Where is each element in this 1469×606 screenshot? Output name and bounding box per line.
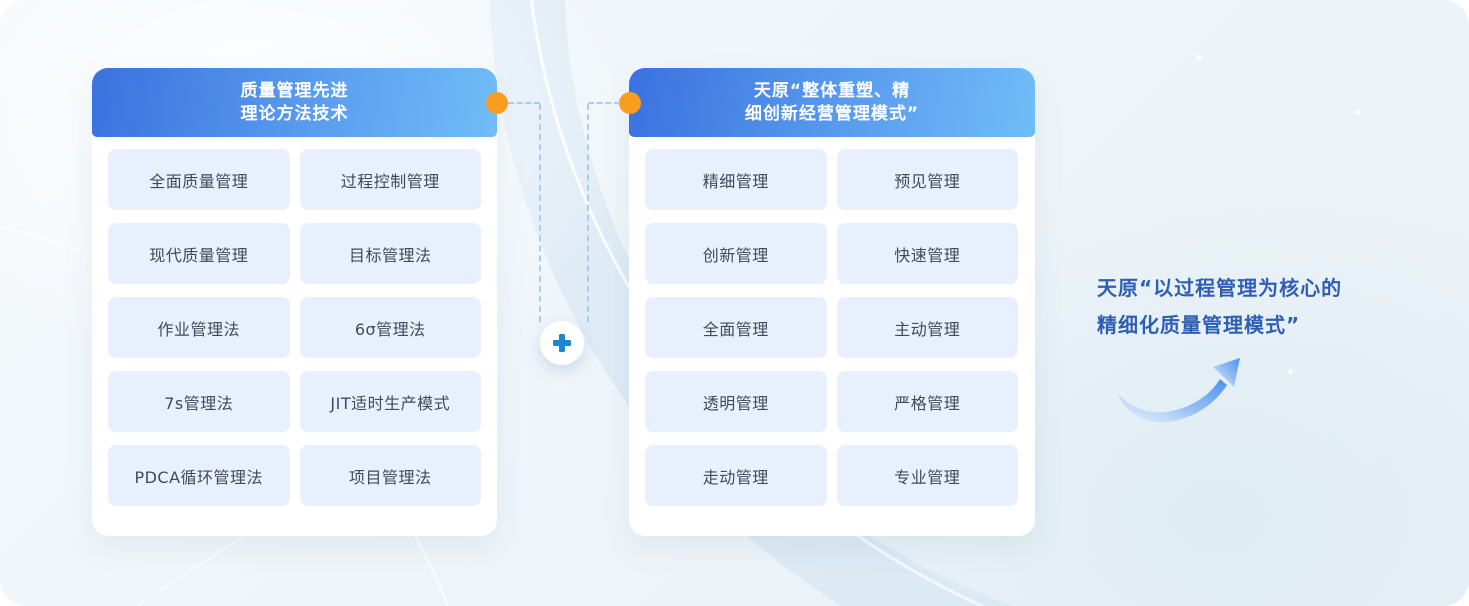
- result-line2: 精细化质量管理模式”: [1097, 313, 1301, 337]
- left-panel-title-line2: 理论方法技术: [240, 103, 349, 124]
- sparkle-dot: [1196, 55, 1202, 61]
- right-panel-header: 天原“整体重塑、精 细创新经营管理模式”: [629, 68, 1035, 137]
- sparkle-dot: [245, 40, 249, 44]
- list-item: 目标管理法: [299, 223, 481, 284]
- list-item: 严格管理: [836, 371, 1018, 432]
- list-item: 全面管理: [645, 297, 827, 358]
- orange-junction-dot: [619, 92, 641, 114]
- list-item: 6σ管理法: [299, 297, 481, 358]
- list-item: 快速管理: [836, 223, 1018, 284]
- list-item: 现代质量管理: [108, 223, 290, 284]
- list-item: 透明管理: [645, 371, 827, 432]
- list-item: 主动管理: [836, 297, 1018, 358]
- list-item: 走动管理: [645, 445, 827, 506]
- orange-junction-dot: [486, 92, 508, 114]
- list-item: JIT适时生产模式: [299, 371, 481, 432]
- sparkle-dot: [1288, 369, 1293, 374]
- list-item: 创新管理: [645, 223, 827, 284]
- dashed-connector-line: [588, 102, 620, 104]
- right-panel-grid: 精细管理 预见管理 创新管理 快速管理 全面管理 主动管理 透明管理 严格管理 …: [645, 149, 1018, 506]
- list-item: 过程控制管理: [299, 149, 481, 210]
- arrow-up-right-icon: [1118, 358, 1240, 423]
- left-panel-title-line1: 质量管理先进: [240, 80, 349, 101]
- plus-icon: [540, 321, 584, 365]
- list-item: 预见管理: [836, 149, 1018, 210]
- plus-badge: +: [540, 321, 584, 365]
- list-item: 精细管理: [645, 149, 827, 210]
- list-item: 专业管理: [836, 445, 1018, 506]
- left-panel-header: 质量管理先进 理论方法技术: [92, 68, 497, 137]
- list-item: 作业管理法: [108, 297, 290, 358]
- list-item: 全面质量管理: [108, 149, 290, 210]
- left-panel-grid: 全面质量管理 过程控制管理 现代质量管理 目标管理法 作业管理法 6σ管理法 7…: [108, 149, 481, 506]
- right-panel: 天原“整体重塑、精 细创新经营管理模式” 精细管理 预见管理 创新管理 快速管理…: [629, 68, 1035, 536]
- dashed-connector-line: [539, 104, 541, 322]
- list-item: 7s管理法: [108, 371, 290, 432]
- right-panel-title-line2: 细创新经营管理模式”: [744, 103, 920, 124]
- list-item: 项目管理法: [299, 445, 481, 506]
- result-statement: 天原“以过程管理为核心的 精细化质量管理模式”: [1097, 270, 1407, 344]
- sparkle-dot: [1355, 110, 1360, 115]
- result-line1: 天原“以过程管理为核心的: [1097, 276, 1343, 300]
- dashed-connector-line: [587, 104, 589, 322]
- left-panel: 质量管理先进 理论方法技术 全面质量管理 过程控制管理 现代质量管理 目标管理法…: [92, 68, 497, 536]
- list-item: PDCA循环管理法: [108, 445, 290, 506]
- dashed-connector-line: [508, 102, 540, 104]
- right-panel-title-line1: 天原“整体重塑、精: [753, 80, 911, 101]
